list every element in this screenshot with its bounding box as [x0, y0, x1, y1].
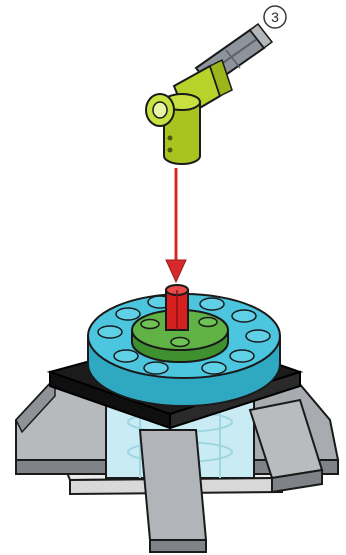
- gray-slope-front: [140, 430, 206, 552]
- lime-connector-with-axle: [146, 24, 272, 164]
- red-axle-piece: [166, 285, 188, 330]
- lime-connector: [146, 60, 232, 164]
- quantity-callout: 3: [264, 6, 286, 28]
- assembly-arrow: [166, 168, 186, 282]
- quantity-callout-number: 3: [271, 9, 279, 25]
- base-assembly: [16, 285, 338, 552]
